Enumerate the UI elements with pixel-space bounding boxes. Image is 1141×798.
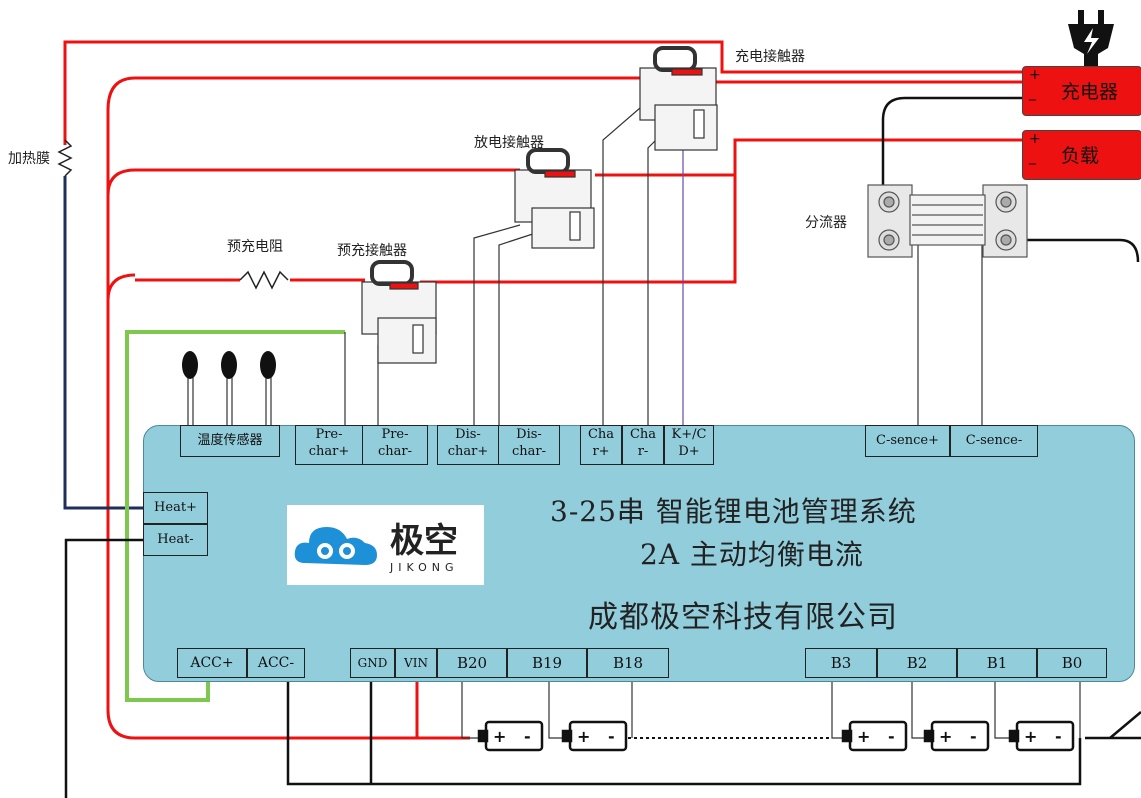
port-prechar-plus: Pre- char+ [295,425,363,465]
precharge-resistor-symbol [239,270,289,290]
port-csense-minus: C-sence- [950,425,1038,457]
port-b1: B1 [957,648,1037,678]
charge-contactor-icon [639,46,718,151]
svg-text:+: + [857,727,870,746]
load-minus: _ [1029,149,1036,165]
port-b20: B20 [437,648,507,678]
svg-text:+: + [1024,727,1037,746]
load-plus: + [1029,131,1041,147]
port-prechar-minus: Pre- char- [362,425,428,465]
power-plug-icon [1068,10,1114,66]
battery-cell-icon [1008,720,1075,752]
board-title-line2: 2A 主动均衡电流 [640,538,864,571]
heating-film-positive-wire [63,40,1022,145]
discharge-wire [106,168,520,196]
svg-text:-: - [888,727,895,746]
heating-film-label: 加热膜 [8,151,50,167]
temperature-sensor-icon [182,351,276,379]
port-char-minus: Cha r- [622,425,664,465]
charger-minus-wire [881,96,1022,185]
cloud-logo-icon [294,527,377,565]
port-gnd: GND [350,648,395,678]
load-positive-wire [733,138,1022,148]
svg-text:-: - [970,727,977,746]
battery-cell-icon [561,720,628,752]
charger-name: 充电器 [1061,81,1119,103]
svg-text:-: - [524,727,531,746]
port-csense-plus: C-sence+ [865,425,950,457]
port-acc-plus: ACC+ [177,648,247,678]
port-b18: B18 [587,648,669,678]
port-kd: K+/C D+ [664,425,714,465]
battery-cell-icon [923,720,990,752]
port-dischar-plus: Dis- char+ [437,425,499,465]
port-b0: B0 [1037,648,1107,678]
logo-cn: 极空 [390,521,458,561]
svg-text:+: + [939,727,952,746]
load-name: 负载 [1061,145,1100,167]
precharge-resistor-label: 预充电阻 [227,239,283,255]
precharge-contactor-icon [361,260,437,364]
port-acc-minus: ACC- [247,648,305,678]
heat-plus-wire [63,176,143,510]
port-b3: B3 [805,648,877,678]
battery-negative-bus [286,680,1082,786]
port-heat-minus: Heat- [143,524,208,556]
port-temp-sensor: 温度传感器 [180,425,280,457]
logo-en: JIKONG [390,561,459,574]
svg-text:-: - [608,727,615,746]
charge-contactor-label: 充电接触器 [735,49,805,65]
shunt-icon [867,184,1028,258]
acc-wire [125,330,345,702]
battery-cell-icon [477,720,544,752]
port-vin: VIN [395,648,437,678]
charger-box: + _ 充电器 [1022,66,1141,116]
discharge-contactor-label: 放电接触器 [474,135,544,151]
b0-right-wire-2 [1109,711,1141,739]
heat-minus-wire [64,538,143,798]
board-company: 成都极空科技有限公司 [588,600,898,635]
svg-text:+: + [493,727,506,746]
board-title-line1: 3-25串 智能锂电池管理系统 [550,495,917,528]
port-b19: B19 [507,648,587,678]
port-char-plus: Cha r+ [580,425,622,465]
discharge-contactor-icon [514,148,595,249]
charger-plus: + [1029,67,1041,83]
svg-text:-: - [1055,727,1062,746]
port-b2: B2 [877,648,957,678]
battery-cell-icon [841,720,908,752]
port-heat-plus: Heat+ [143,492,208,524]
battery-cells [477,720,1075,752]
shunt-label: 分流器 [805,215,847,231]
main-positive-wire-top [106,76,640,740]
heating-film-symbol [57,139,73,177]
precharge-wire [106,273,136,301]
jikong-logo: 极空 JIKONG [287,505,484,585]
precharge-to-load [420,140,737,284]
port-dischar-minus: Dis- char- [498,425,560,465]
charger-minus: _ [1029,85,1036,101]
load-box: + _ 负载 [1022,130,1141,180]
precharge-contactor-label: 预充接触器 [337,243,407,259]
shunt-out-wire [1025,238,1140,263]
svg-text:+: + [577,727,590,746]
